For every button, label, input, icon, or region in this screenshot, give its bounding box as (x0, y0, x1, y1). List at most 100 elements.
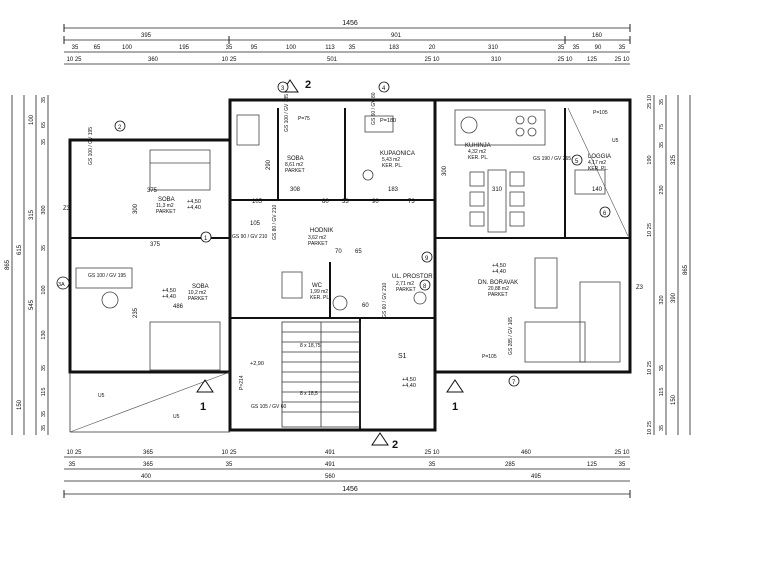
dim-r3-1: 75 (659, 124, 665, 130)
section-2-bottom: 2 (392, 439, 398, 451)
dim-r4-2: 10 25 (647, 223, 653, 237)
wardrobe-top (236, 114, 260, 146)
dim-r4-1: 190 (647, 155, 653, 164)
level-mark-1a: +4,50 (187, 199, 201, 205)
level-mark-3b: +4,40 (492, 269, 506, 275)
ref-5: 5 (575, 159, 579, 165)
dim-l4-4: 35 (41, 245, 47, 251)
idim-8: 90 (372, 199, 379, 205)
idim-17: 70 (335, 249, 342, 255)
dim-t3-4: 35 (226, 45, 233, 51)
interior-dimensions: 375 300 375 105 290 308 80 33 90 73 183 … (133, 159, 603, 318)
level-mark-2a: +4,50 (162, 288, 176, 294)
opening-d4: GS 80 / GV 210 (272, 204, 278, 240)
level-mark-3a: +4,50 (492, 263, 506, 269)
ref-circle-3a-icon (56, 276, 70, 290)
left-dimensions: 865 615 150 100 315 545 35 65 35 300 35 … (5, 95, 49, 435)
dim-r3-7: 35 (659, 425, 665, 431)
idim-19: 60 (362, 303, 369, 309)
idim-10: 183 (388, 187, 399, 193)
dim-b1-4: 25 10 (424, 450, 440, 456)
level-mark-4a: +4,50 (402, 377, 416, 383)
dim-t3-2: 100 (122, 45, 133, 51)
dim-t4-2: 10 25 (221, 57, 237, 63)
room-8-floor: KER. PL. (310, 295, 331, 301)
opening-d5: GS 190 / GV 265 (533, 156, 571, 162)
label-p180: P=180 (380, 118, 396, 124)
label-p75: P=75 (298, 116, 310, 122)
reference-circles: 1 3 4 5 6 7 8 9 2 3A (56, 81, 611, 387)
dim-r3-4: 320 (659, 295, 665, 304)
ref-circle-4-icon (378, 81, 390, 93)
stair-flight-2: 8 x 18,5 (300, 391, 318, 397)
dim-t3-8: 35 (349, 45, 356, 51)
dim-b3-1: 560 (325, 474, 336, 480)
bed-bottom (149, 321, 221, 371)
staircase: 8 x 18,75 8 x 18,5 S1 (281, 321, 407, 428)
ref-6: 6 (603, 211, 607, 217)
room-9-name: UL. PROSTOR (392, 274, 433, 280)
dim-r3-0: 35 (659, 99, 665, 105)
idim-7: 33 (342, 199, 349, 205)
room-3-area: 5,43 m2 (382, 157, 400, 163)
dim-b1-6: 25 10 (614, 450, 630, 456)
ref-1: 1 (204, 236, 208, 242)
dim-r-150: 150 (671, 394, 677, 405)
dim-top-total: 1456 (342, 20, 358, 27)
idim-1: 300 (133, 203, 139, 214)
dim-l4-7: 35 (41, 365, 47, 371)
dim-l-100: 100 (29, 114, 35, 125)
dim-r-865: 865 (683, 264, 689, 275)
dim-l4-8: 115 (41, 388, 47, 397)
dim-t3-0: 35 (72, 45, 79, 51)
wc-toilet (281, 271, 303, 299)
dim-top-160: 160 (592, 33, 603, 39)
label-us-left: U5 (98, 393, 105, 399)
idim-18: 105 (250, 221, 261, 227)
stair-label: S1 (398, 353, 407, 360)
idim-9: 73 (408, 199, 415, 205)
top-dimensions: 1456 395 901 160 35 65 100 195 35 95 100… (63, 20, 631, 65)
coffee-table (534, 257, 558, 309)
dim-l-865: 865 (5, 259, 11, 270)
ref-8: 8 (423, 284, 427, 290)
dining-table (487, 169, 507, 233)
room-labels: SOBA 11,3 m2 PARKET SOBA 8,61 m2 PARKET … (156, 143, 611, 302)
label-z3-right: Z3 (636, 285, 644, 291)
dim-r3-3: 230 (659, 185, 665, 194)
label-p214: P=214 (239, 375, 245, 390)
dim-r-390: 390 (671, 292, 677, 303)
room-6-name: HODNIK (310, 228, 333, 234)
dim-t3-6: 100 (286, 45, 297, 51)
opening-d2: GS 100 / GV 185 (284, 94, 290, 132)
idim-15: 235 (133, 307, 139, 318)
dim-l4-2: 35 (41, 139, 47, 145)
room-5-area: 4,17 m2 (588, 160, 606, 166)
room-10-name: DN. BORAVAK (478, 280, 518, 286)
dim-r3-5: 35 (659, 365, 665, 371)
idim-14: 486 (173, 304, 184, 310)
idim-5: 308 (290, 187, 301, 193)
sink (460, 116, 478, 134)
idim-11: 300 (442, 165, 448, 176)
dim-t3-1: 65 (94, 45, 101, 51)
opening-d1: GS 100 / GV 195 (88, 273, 126, 279)
opening-d6: GS 285 / GV 165 (508, 317, 514, 355)
dim-b2-6: 125 (587, 462, 598, 468)
dim-r4-3: 10 25 (647, 361, 653, 375)
level-mark-1b: +4,40 (187, 205, 201, 211)
room-4-floor: KER. PL. (468, 155, 489, 161)
room-10-area: 20,88 m2 (488, 286, 509, 292)
section-2-top: 2 (305, 79, 311, 91)
dim-t4-0: 10 25 (66, 57, 82, 63)
dim-b1-5: 460 (521, 450, 532, 456)
room-7-name: SOBA (192, 284, 209, 290)
room-7-area: 10,2 m2 (188, 290, 206, 296)
dim-t4-7: 125 (587, 57, 598, 63)
dim-t4-8: 25 10 (614, 57, 630, 63)
dim-l-545: 545 (29, 299, 35, 310)
stair-flight-1: 8 x 18,75 (300, 343, 321, 349)
bottom-dimensions: 10 25 365 10 25 491 25 10 460 25 10 35 3… (63, 450, 631, 498)
label-us-mid: U5 (173, 414, 180, 420)
sofa (579, 281, 621, 363)
